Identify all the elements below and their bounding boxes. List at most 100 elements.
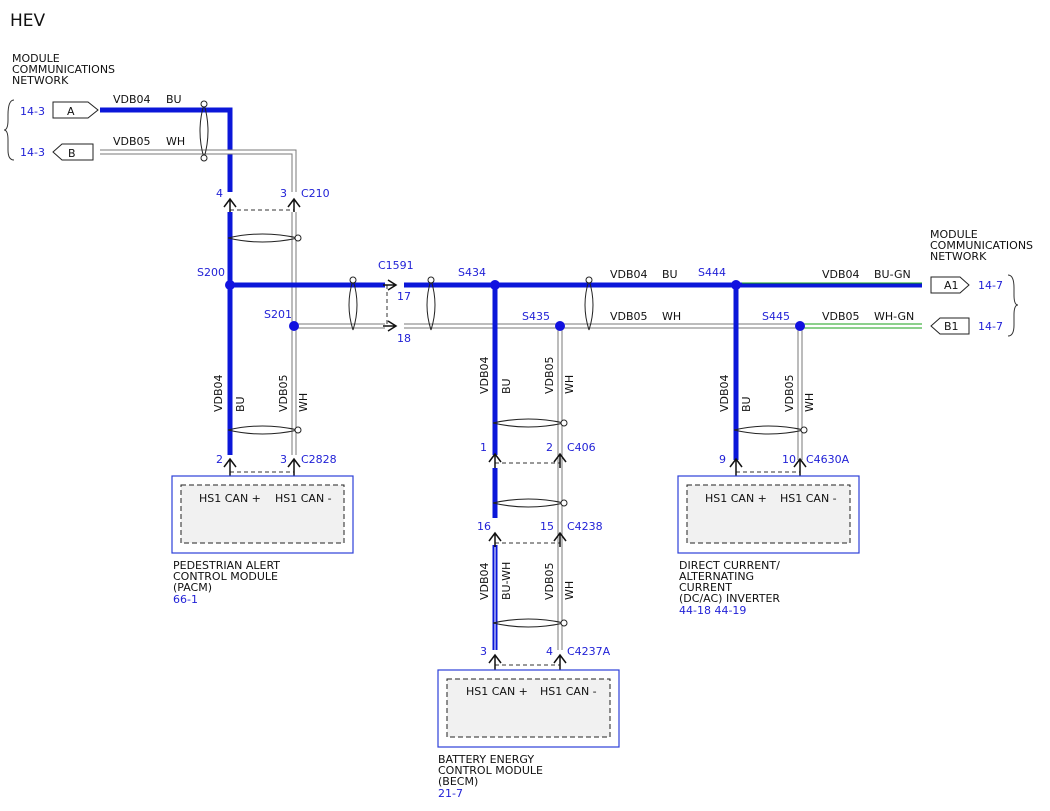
connector-c2828 bbox=[223, 457, 301, 478]
network-label-left: MODULE COMMUNICATIONS NETWORK bbox=[12, 52, 115, 87]
pin-c1591-17: 17 bbox=[397, 290, 411, 303]
vlabel-becm-wh-2: WH bbox=[563, 581, 576, 600]
connector-label-c4238: C4238 bbox=[567, 520, 603, 533]
splice-dot-s435 bbox=[555, 321, 565, 331]
splice-dot-s434 bbox=[490, 280, 500, 290]
twist-bus-2 bbox=[426, 276, 436, 331]
bus-circuit-vdb05: VDB05 bbox=[610, 310, 648, 323]
pin-c4630a-10: 10 bbox=[782, 453, 796, 466]
vlabel-inv-bu: BU bbox=[740, 396, 753, 412]
pin-c1591-18: 18 bbox=[397, 332, 411, 345]
bus-circuit-vdb04: VDB04 bbox=[610, 268, 648, 281]
connector-b1-right: VDB05 WH-GN B1 14-7 bbox=[822, 310, 1003, 335]
connector-c210 bbox=[223, 197, 301, 212]
connector-label-c4630a: C4630A bbox=[806, 453, 850, 466]
vlabel-pacm-bu: BU bbox=[234, 396, 247, 412]
twist-bus-1 bbox=[348, 276, 358, 331]
vlabel-becm-vdb04-2: VDB04 bbox=[478, 562, 491, 600]
inverter-ref-link[interactable]: 44-18 44-19 bbox=[679, 604, 746, 617]
connector-a1-label: A1 bbox=[944, 279, 959, 292]
network-right-line-3: NETWORK bbox=[930, 250, 987, 263]
connector-c4238 bbox=[488, 531, 567, 547]
vlabel-inv-wh: WH bbox=[803, 393, 816, 412]
network-left-line-3: NETWORK bbox=[12, 74, 69, 87]
twist-inverter bbox=[733, 425, 808, 435]
network-left-line-2: COMMUNICATIONS bbox=[12, 63, 115, 76]
vlabel-becm-bu-wh: BU-WH bbox=[500, 562, 513, 600]
becm-ref-link[interactable]: 21-7 bbox=[438, 787, 463, 800]
vlabel-becm-vdb05-1: VDB05 bbox=[543, 356, 556, 394]
vlabel-pacm-wh: WH bbox=[297, 393, 310, 412]
circuit-label-vdb05-top: VDB05 bbox=[113, 135, 151, 148]
module-becm[interactable]: HS1 CAN + HS1 CAN - bbox=[437, 669, 620, 748]
connector-c4237a bbox=[488, 653, 567, 672]
diagram-title: HEV bbox=[10, 11, 46, 31]
ref-14-7-a1[interactable]: 14-7 bbox=[978, 279, 1003, 292]
splice-label-s200: S200 bbox=[197, 266, 225, 279]
twist-becm-3 bbox=[492, 618, 568, 628]
pin-c4238-15: 15 bbox=[540, 520, 554, 533]
bus-color-bu: BU bbox=[662, 268, 678, 281]
twist-becm-2 bbox=[492, 498, 568, 508]
vlabel-becm-wh-1: WH bbox=[563, 375, 576, 394]
inverter-name-4: (DC/AC) INVERTER bbox=[679, 592, 780, 605]
twist-becm-1 bbox=[492, 418, 568, 428]
pin-c4237a-4: 4 bbox=[546, 645, 553, 658]
pacm-ref-link[interactable]: 66-1 bbox=[173, 593, 198, 606]
color-label-bu-gn: BU-GN bbox=[874, 268, 911, 281]
pin-c4630a-9: 9 bbox=[719, 453, 726, 466]
connector-label-c4237a: C4237A bbox=[567, 645, 611, 658]
wire-vdb04-top bbox=[100, 107, 233, 192]
pacm-pin-minus: HS1 CAN - bbox=[275, 492, 332, 505]
network-right-line-1: MODULE bbox=[930, 228, 978, 241]
pin-c2828-3: 3 bbox=[280, 453, 287, 466]
connector-b1-label: B1 bbox=[944, 320, 959, 333]
module-pacm-caption: PEDESTRIAN ALERT CONTROL MODULE (PACM) 6… bbox=[173, 559, 280, 606]
module-inverter[interactable]: HS1 CAN + HS1 CAN - bbox=[677, 475, 860, 554]
splice-label-s434: S434 bbox=[458, 266, 486, 279]
connector-label-c2828: C2828 bbox=[301, 453, 337, 466]
splice-label-s435: S435 bbox=[522, 310, 550, 323]
vlabel-pacm-vdb04: VDB04 bbox=[212, 374, 225, 412]
wire-bus-vdb05 bbox=[294, 323, 922, 329]
module-becm-caption: BATTERY ENERGY CONTROL MODULE (BECM) 21-… bbox=[438, 753, 543, 800]
pin-c4238-16: 16 bbox=[477, 520, 491, 533]
becm-pin-minus: HS1 CAN - bbox=[540, 685, 597, 698]
network-label-right: MODULE COMMUNICATIONS NETWORK bbox=[930, 228, 1033, 263]
network-right-line-2: COMMUNICATIONS bbox=[930, 239, 1033, 252]
pin-c4237a-3: 3 bbox=[480, 645, 487, 658]
module-pacm[interactable]: HS1 CAN + HS1 CAN - bbox=[171, 475, 354, 554]
wire-vdb05-top bbox=[100, 149, 297, 192]
connector-a1-right: VDB04 BU-GN A1 14-7 bbox=[822, 268, 1003, 294]
ref-14-3-a[interactable]: 14-3 bbox=[20, 105, 45, 118]
network-left-line-1: MODULE bbox=[12, 52, 60, 65]
vlabel-pacm-vdb05: VDB05 bbox=[277, 374, 290, 412]
color-label-bu-top: BU bbox=[166, 93, 182, 106]
connector-b-left: 14-3 B VDB05 WH bbox=[20, 135, 185, 161]
splice-label-s201: S201 bbox=[264, 308, 292, 321]
splice-dot-s200 bbox=[225, 280, 235, 290]
pin-c2828-2: 2 bbox=[216, 453, 223, 466]
splice-label-s444: S444 bbox=[698, 266, 726, 279]
twist-top bbox=[199, 100, 209, 162]
twist-s200-upper bbox=[227, 233, 302, 243]
ref-14-3-b[interactable]: 14-3 bbox=[20, 146, 45, 159]
vlabel-inv-vdb04: VDB04 bbox=[718, 374, 731, 412]
splice-label-s445: S445 bbox=[762, 310, 790, 323]
becm-name-3: (BECM) bbox=[438, 775, 478, 788]
ref-14-7-b1[interactable]: 14-7 bbox=[978, 320, 1003, 333]
circuit-label-vdb04-top: VDB04 bbox=[113, 93, 151, 106]
vlabel-inv-vdb05: VDB05 bbox=[783, 374, 796, 412]
becm-pin-plus: HS1 CAN + bbox=[466, 685, 528, 698]
color-label-wh-gn: WH-GN bbox=[874, 310, 914, 323]
inverter-name-2: ALTERNATING bbox=[679, 570, 754, 583]
connector-b-label: B bbox=[68, 147, 76, 160]
inverter-name-3: CURRENT bbox=[679, 581, 732, 594]
pin-c210-3: 3 bbox=[280, 187, 287, 200]
pin-c406-1: 1 bbox=[480, 441, 487, 454]
twist-pacm bbox=[227, 425, 302, 435]
brace-right bbox=[1007, 274, 1019, 337]
twist-bus-3 bbox=[584, 276, 594, 331]
connector-c4630a bbox=[729, 457, 807, 478]
